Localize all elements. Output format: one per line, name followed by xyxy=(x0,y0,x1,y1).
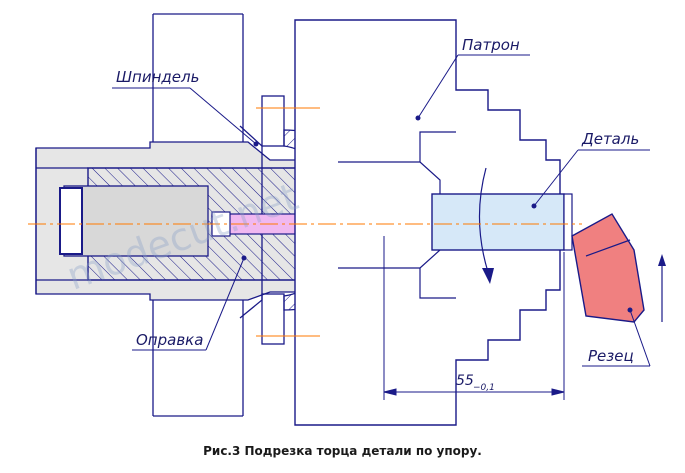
dimension-55 xyxy=(383,236,565,400)
flange-centerline-marks xyxy=(256,107,320,337)
cutter-edge-line xyxy=(585,239,631,257)
label-rezets: Резец xyxy=(588,347,634,365)
figure-caption: Рис.3 Подрезка торца детали по упору. xyxy=(203,444,482,458)
spindle-tube-lines xyxy=(35,148,88,294)
lathe-setup-drawing: 55 −0,1 Патрон Шпиндель Деталь Оправка Р… xyxy=(28,13,666,426)
chuck-jaws xyxy=(419,131,456,299)
chuck-body xyxy=(294,19,561,426)
feed-arrow xyxy=(658,254,666,322)
dimension-value: 55 xyxy=(456,373,474,389)
dimension-tolerance: −0,1 xyxy=(473,383,495,393)
leader-dots xyxy=(241,115,633,313)
workpiece-end xyxy=(563,193,573,251)
label-shpindel: Шпиндель xyxy=(116,68,199,86)
cutter-tool xyxy=(571,213,645,323)
label-patron: Патрон xyxy=(462,36,520,54)
rotation-arrow xyxy=(478,167,489,273)
leader-lines xyxy=(112,54,651,367)
rotation-arrow-head xyxy=(482,268,494,284)
workpiece xyxy=(431,193,565,251)
mandrel-end-plug xyxy=(59,187,83,255)
label-opravka: Оправка xyxy=(136,331,203,349)
label-detal: Деталь xyxy=(581,130,639,148)
